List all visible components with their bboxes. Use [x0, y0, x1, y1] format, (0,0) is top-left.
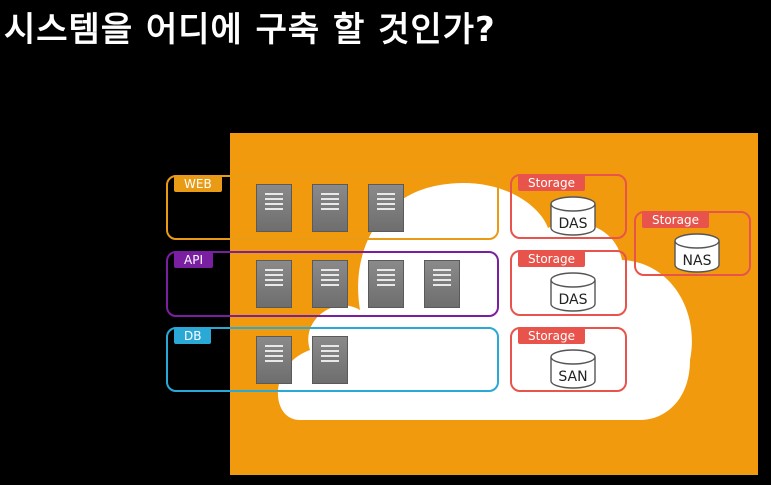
tier-api: API	[166, 251, 499, 317]
tier-web-label: WEB	[174, 176, 222, 192]
storage-nas: Storage NAS	[634, 211, 751, 276]
api-server-1	[256, 260, 292, 308]
disk-cylinder-icon: DAS	[550, 196, 596, 240]
tier-api-label: API	[174, 252, 213, 268]
storage-type: DAS	[558, 292, 588, 308]
web-server-1	[256, 184, 292, 232]
web-server-2	[312, 184, 348, 232]
storage-label: Storage	[642, 212, 709, 228]
api-server-4	[424, 260, 460, 308]
db-server-2	[312, 336, 348, 384]
page-title: 시스템을 어디에 구축 할 것인가?	[4, 10, 496, 50]
storage-api-das: Storage DAS	[510, 250, 627, 316]
storage-label: Storage	[518, 175, 585, 191]
storage-type: DAS	[558, 216, 588, 232]
api-server-2	[312, 260, 348, 308]
storage-label: Storage	[518, 251, 585, 267]
disk-cylinder-icon: NAS	[674, 233, 720, 277]
storage-type: SAN	[558, 369, 588, 385]
storage-label: Storage	[518, 328, 585, 344]
storage-web-das: Storage DAS	[510, 174, 627, 239]
web-server-3	[368, 184, 404, 232]
storage-db-san: Storage SAN	[510, 327, 627, 392]
tier-web: WEB	[166, 175, 499, 240]
api-server-3	[368, 260, 404, 308]
tier-db: DB	[166, 327, 499, 392]
db-server-1	[256, 336, 292, 384]
tier-db-label: DB	[174, 328, 212, 344]
disk-cylinder-icon: DAS	[550, 272, 596, 316]
storage-type: NAS	[682, 253, 712, 269]
disk-cylinder-icon: SAN	[550, 349, 596, 393]
